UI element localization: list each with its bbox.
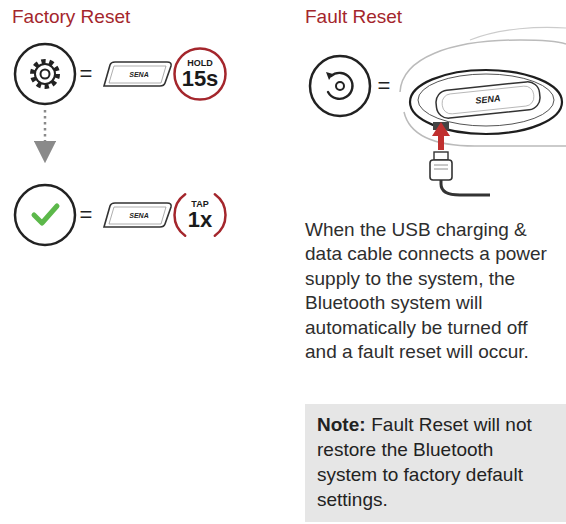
headset-device (400, 27, 566, 195)
sena-button-inner (109, 66, 166, 83)
note-box: Note:Fault Reset will not restore the Bl… (305, 404, 566, 522)
node-heading: Note: (317, 414, 366, 435)
sena-button (104, 203, 171, 227)
description-text: When the USB charging & data cable conne… (305, 218, 563, 364)
sena-button (104, 62, 171, 86)
sena-button-inner (109, 207, 166, 224)
tap-badge: TAP1x (173, 188, 227, 242)
settings-icon (15, 44, 75, 104)
flow-arrow (44, 110, 47, 152)
node-body: 1x (188, 209, 212, 231)
equals-sign: = (378, 75, 391, 97)
reset-icon (310, 56, 370, 116)
node-heading: HOLD (187, 59, 213, 68)
section-heading: Factory Reset (12, 6, 130, 28)
node-heading: TAP (191, 200, 208, 209)
equals-sign: = (80, 63, 93, 85)
logo-text: SENA (129, 212, 148, 219)
confirm-icon (15, 185, 75, 245)
hold-badge: HOLD15s (173, 47, 227, 101)
equals-sign: = (80, 204, 93, 226)
node-body: 15s (182, 68, 219, 90)
logo-text: SENA (129, 71, 148, 78)
section-heading: Fault Reset (305, 6, 402, 28)
